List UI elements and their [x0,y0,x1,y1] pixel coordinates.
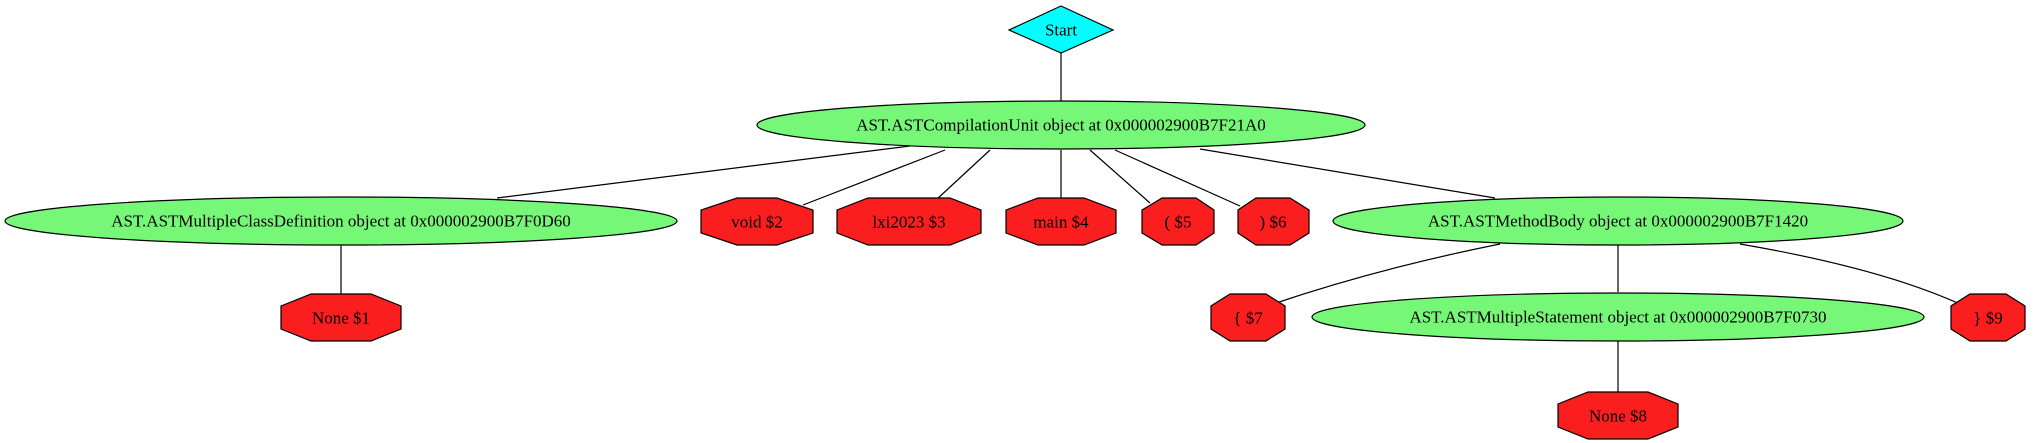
lxi2023-3-label: lxi2023 $3 [872,213,945,232]
none-1-octagon [280,293,402,342]
compilation-unit-node[interactable]: AST.ASTCompilationUnit object at 0x00000… [756,100,1366,150]
multiple-statement-ellipse [1311,292,1925,342]
edge-compilation-unit-lxi2023 [935,149,991,201]
none-8-octagon [1557,391,1679,440]
rparen-6-node[interactable]: ) $6 [1237,197,1310,246]
none-1-label: None $1 [312,309,370,328]
none-8-label: None $8 [1589,407,1647,426]
start-diamond [1007,5,1115,54]
none-1-node[interactable]: None $1 [280,293,402,342]
main-4-label: main $4 [1033,213,1089,232]
multiple-class-definition-label: AST.ASTMultipleClassDefinition object at… [111,212,571,231]
void-2-label: void $2 [731,213,782,232]
method-body-node[interactable]: AST.ASTMethodBody object at 0x000002900B… [1332,196,1904,246]
none-8-node[interactable]: None $8 [1557,391,1679,440]
edges [340,53,1961,392]
multiple-class-definition-node[interactable]: AST.ASTMultipleClassDefinition object at… [4,196,678,246]
edge-compilation-unit-rparen [1114,149,1241,207]
edge-method-body-rbrace [1739,243,1961,305]
rbrace-9-octagon [1950,293,2026,342]
start-label: Start [1045,21,1077,40]
lbrace-7-octagon [1210,293,1286,342]
lbrace-7-label: { $7 [1233,309,1263,328]
lparen-5-label: ( $5 [1165,213,1192,232]
lxi2023-3-node[interactable]: lxi2023 $3 [836,197,982,246]
multiple-class-definition-ellipse [4,196,678,246]
edge-compilation-unit-lparen [1089,149,1151,204]
lparen-5-octagon [1141,197,1215,246]
rparen-6-octagon [1237,197,1310,246]
start-node[interactable]: Start [1007,5,1115,54]
compilation-unit-ellipse [756,100,1366,150]
rbrace-9-node[interactable]: } $9 [1950,293,2026,342]
edge-method-body-lbrace [1272,243,1501,305]
rbrace-9-label: } $9 [1973,309,2002,328]
edge-compilation-unit-class-definition [496,145,911,199]
main-4-node[interactable]: main $4 [1005,197,1117,246]
lxi2023-3-octagon [836,197,982,246]
compilation-unit-label: AST.ASTCompilationUnit object at 0x00000… [856,116,1266,135]
main-4-octagon [1005,197,1117,246]
rparen-6-label: ) $6 [1260,213,1287,232]
edge-compilation-unit-method-body [1199,148,1496,199]
multiple-statement-label: AST.ASTMultipleStatement object at 0x000… [1409,308,1826,327]
edge-compilation-unit-void [802,149,946,206]
method-body-ellipse [1332,196,1904,246]
lparen-5-node[interactable]: ( $5 [1141,197,1215,246]
method-body-label: AST.ASTMethodBody object at 0x000002900B… [1428,212,1808,231]
lbrace-7-node[interactable]: { $7 [1210,293,1286,342]
void-2-node[interactable]: void $2 [700,197,814,246]
void-2-octagon [700,197,814,246]
multiple-statement-node[interactable]: AST.ASTMultipleStatement object at 0x000… [1311,292,1925,342]
